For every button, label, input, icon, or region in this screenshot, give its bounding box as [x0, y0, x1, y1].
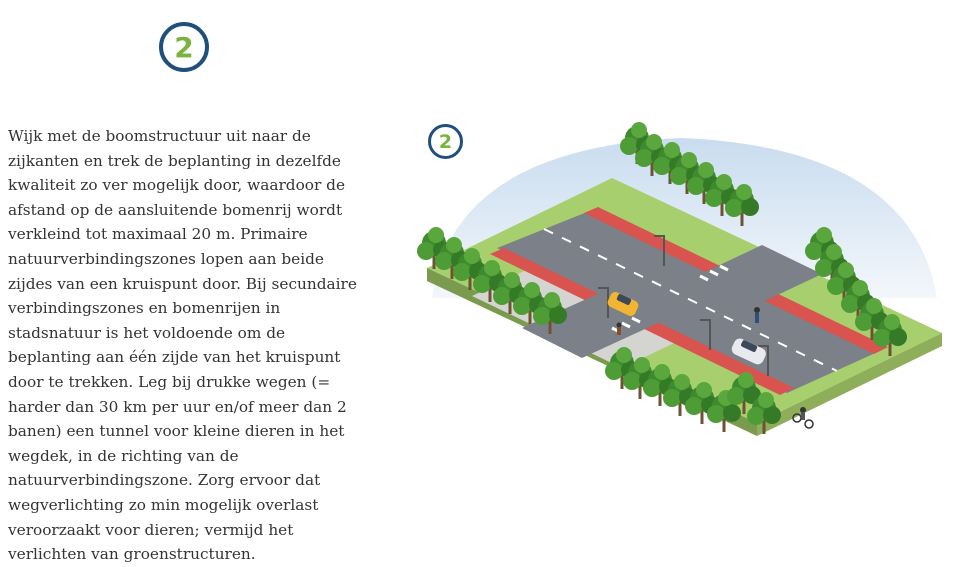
car-icon — [607, 292, 639, 316]
pedestrian-icon — [754, 307, 760, 323]
pedestrian-icon — [616, 322, 622, 335]
intersection-illustration — [417, 122, 942, 436]
street-lamp-icon — [598, 235, 769, 376]
cyclist-icon — [792, 407, 814, 429]
section-number-badge: 2 — [159, 22, 209, 72]
cross-road — [522, 283, 682, 358]
car-icon — [731, 338, 766, 365]
body-paragraph: Wijk met de boomstructuur uit naar de zi… — [8, 127, 357, 564]
illustration-number-badge: 2 — [428, 124, 463, 159]
